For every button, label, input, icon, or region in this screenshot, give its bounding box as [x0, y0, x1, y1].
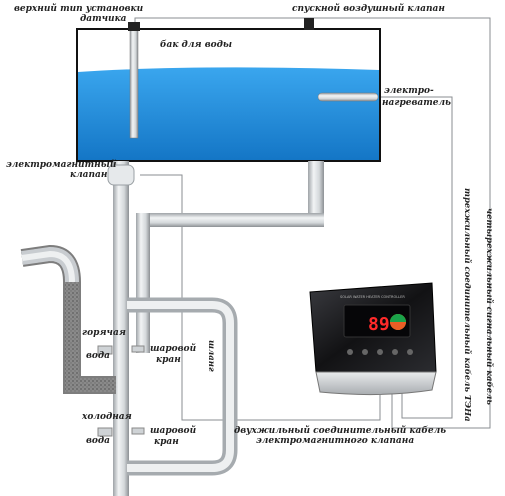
label-three-wire-cable: трехжильный соединительный кабель ТЭНа [462, 188, 472, 422]
electric-heater-element [317, 92, 379, 102]
label-two-wire-cable: двухжильный соединительный кабель [234, 426, 447, 436]
controller-display-digits: 89 [368, 314, 390, 335]
label-hose: шланг [206, 340, 216, 372]
label-cold-2: вода [86, 436, 111, 446]
label-solenoid: электромагнитный [6, 160, 117, 170]
controller-brand-text: SOLAR WATER HEATER CONTROLLER [340, 295, 405, 299]
label-heater: электро- [384, 86, 434, 96]
cold-valve-handle-icon [131, 427, 145, 435]
sensor-cap [128, 22, 140, 31]
label-hot: горячая [82, 328, 126, 338]
label-sensor-top: верхний тип установки [14, 4, 144, 14]
tank-outlet-pipe [308, 161, 324, 221]
solenoid-valve-icon [107, 164, 135, 186]
ball-valve-2-icon [97, 427, 113, 437]
label-two-wire-cable-2: электромагнитного клапана [256, 436, 415, 446]
label-ball-valve-1b: кран [156, 355, 181, 365]
label-hot-2: вода [86, 351, 111, 361]
label-solenoid-2: клапан [70, 170, 108, 180]
hot-water-outlet [20, 244, 116, 394]
label-four-wire-cable: четырехжильный сигнальный кабель [484, 208, 494, 405]
level-sensor-rod [129, 29, 139, 139]
label-ball-valve-2: шаровой [150, 426, 197, 436]
label-ball-valve-2b: кран [154, 437, 179, 447]
cross-pipe [140, 213, 324, 227]
controller-button [362, 349, 368, 355]
hot-feed-pipe [136, 213, 150, 353]
label-air-valve: спускной воздушный клапан [292, 4, 445, 14]
hot-valve-handle-icon [131, 345, 145, 353]
main-vertical-pipe [113, 161, 129, 496]
cable-lines [134, 17, 491, 429]
controller-button [407, 349, 413, 355]
controller-button [392, 349, 398, 355]
label-heater-2: нагреватель [382, 98, 451, 108]
label-tank: бак для воды [160, 40, 233, 50]
controller-button [347, 349, 353, 355]
ball-valve-1-icon [97, 345, 113, 355]
controller-display [343, 304, 411, 338]
label-sensor-top-2: датчика [80, 14, 127, 24]
controller-button [377, 349, 383, 355]
controller-device: 89 SOLAR WATER HEATER CONTROLLER [309, 282, 437, 396]
label-ball-valve-1: шаровой [150, 344, 197, 354]
label-cold: холодная [82, 412, 132, 422]
air-valve-icon [304, 18, 314, 30]
